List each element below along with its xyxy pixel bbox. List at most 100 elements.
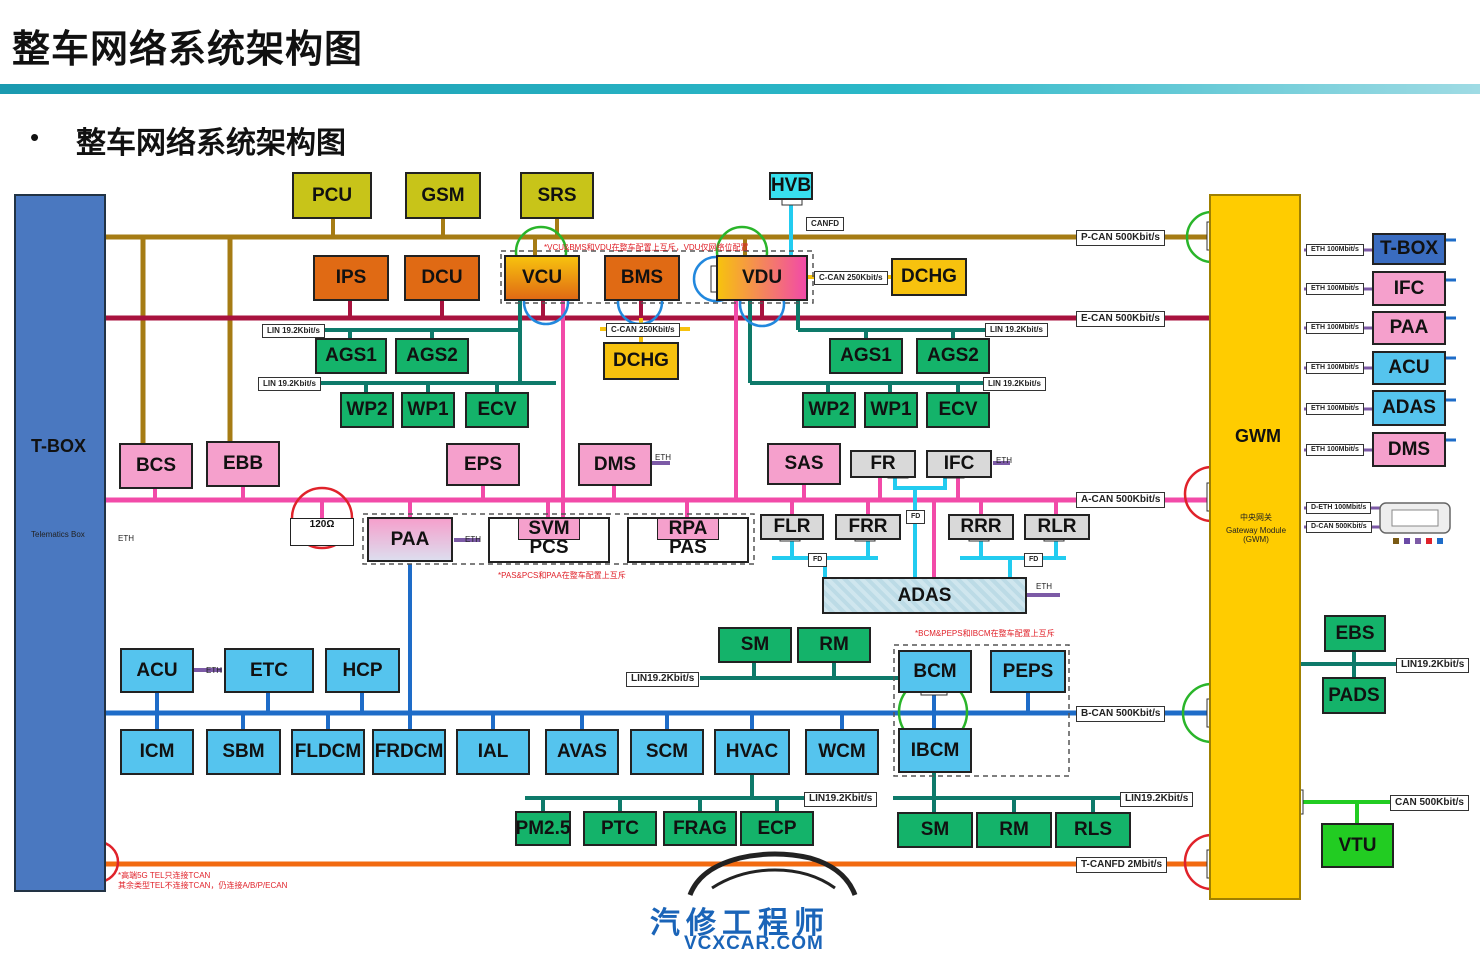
- ecu-rrr: RRR: [948, 514, 1014, 540]
- ecu-wp1-left: WP1: [401, 392, 455, 428]
- ecu-ags1-right: AGS1: [829, 338, 903, 374]
- ecu-vcu: VCU: [504, 255, 580, 301]
- pas-note: *PAS&PCS和PAA在整车配置上互斥: [498, 571, 626, 580]
- ecu-ags2-right: AGS2: [916, 338, 990, 374]
- ecu-wp2-left: WP2: [340, 392, 394, 428]
- ecu-eps: EPS: [446, 443, 520, 486]
- ecu-svm: SVM: [518, 518, 580, 540]
- bcan-label: B-CAN 500Kbit/s: [1076, 706, 1166, 722]
- eth-label-3: ETH 100Mbit/s: [1306, 322, 1364, 334]
- eth-label-5: ETH 100Mbit/s: [1306, 403, 1364, 415]
- ecu-etc: ETC: [224, 648, 314, 693]
- bullet: •: [30, 122, 40, 152]
- eth-label-2: ETH 100Mbit/s: [1306, 283, 1364, 295]
- ecu-scm: SCM: [630, 729, 704, 775]
- ecu-ecv-right: ECV: [926, 392, 990, 428]
- ecu-adas-right: ADAS: [1372, 390, 1446, 426]
- ecu-frag: FRAG: [663, 811, 737, 846]
- ecu-avas: AVAS: [545, 729, 619, 775]
- ecu-acu: ACU: [120, 648, 194, 693]
- ecu-paa: PAA: [367, 517, 453, 562]
- ecu-srs: SRS: [520, 172, 594, 219]
- ecu-vtu: VTU: [1321, 823, 1394, 868]
- ecu-peps: PEPS: [990, 650, 1066, 693]
- ecu-rlr: RLR: [1024, 514, 1090, 540]
- pcan-label: P-CAN 500Kbit/s: [1076, 230, 1165, 246]
- acan-label: A-CAN 500Kbit/s: [1076, 492, 1166, 508]
- ecu-dchg-2: DCHG: [603, 342, 679, 380]
- ecu-wcm: WCM: [805, 729, 879, 775]
- eth-label-4: ETH 100Mbit/s: [1306, 362, 1364, 374]
- ecu-icm: ICM: [120, 729, 194, 775]
- tcan-note-1: *高端5G TEL只连接TCAN: [118, 871, 211, 880]
- tcan-label: T-CANFD 2Mbit/s: [1076, 857, 1168, 873]
- ecu-frr: FRR: [835, 514, 901, 540]
- terminator-120: 120Ω: [290, 518, 354, 546]
- ecu-tbox-right: T-BOX: [1372, 233, 1446, 265]
- ecu-frdcm: FRDCM: [372, 729, 446, 775]
- can-vtu-label: CAN 500Kbit/s: [1390, 795, 1469, 811]
- lin-label-ibcm: LIN19.2Kbit/s: [1120, 792, 1194, 807]
- tbox-label: T-BOX: [31, 436, 87, 456]
- gwm-cn: 中央网关: [1240, 513, 1272, 522]
- gwm-module: [1209, 194, 1301, 900]
- deth-label: D-ETH 100Mbit/s: [1306, 502, 1372, 514]
- ecu-vdu: VDU: [716, 255, 808, 301]
- ecu-sm-bottom: SM: [897, 812, 973, 848]
- acu-eth: ETH: [206, 666, 222, 675]
- ecu-hvac: HVAC: [714, 729, 790, 775]
- ecu-bcs: BCS: [119, 443, 193, 489]
- ecu-flr: FLR: [760, 514, 824, 540]
- ecu-fr: FR: [850, 450, 916, 478]
- ecu-ifc: IFC: [926, 450, 992, 478]
- dcan-label: D-CAN 500Kbit/s: [1306, 521, 1372, 533]
- ecu-ifc-right: IFC: [1372, 271, 1446, 306]
- paa-eth: ETH: [465, 535, 481, 544]
- gwm-sub: Gateway Module (GWM): [1225, 526, 1287, 544]
- ecu-ptc: PTC: [583, 811, 657, 846]
- ecu-wp1-right: WP1: [864, 392, 918, 428]
- eth-label-6: ETH 100Mbit/s: [1306, 444, 1364, 456]
- page-title: 整车网络系统架构图: [12, 27, 364, 71]
- ecu-ecp: ECP: [740, 811, 814, 846]
- ecu-wp2-right: WP2: [802, 392, 856, 428]
- ecu-pads: PADS: [1322, 677, 1386, 714]
- watermark-cn: 汽修工程师: [650, 906, 830, 941]
- ecu-ags2-left: AGS2: [395, 338, 469, 374]
- ecu-ebs: EBS: [1324, 615, 1386, 652]
- ecu-hvb: HVB: [769, 172, 813, 200]
- gwm-label: GWM: [1235, 426, 1281, 446]
- ecu-ial: IAL: [456, 729, 530, 775]
- ecu-ecv-left: ECV: [465, 392, 529, 428]
- ecu-bcm: BCM: [898, 650, 972, 693]
- ecu-sbm: SBM: [206, 729, 281, 775]
- ecu-ags1-left: AGS1: [315, 338, 387, 374]
- lin-label-hvac: LIN19.2Kbit/s: [804, 792, 878, 807]
- ecu-rls: RLS: [1055, 812, 1131, 848]
- ecu-rm-bottom: RM: [976, 812, 1052, 848]
- lin-label-2: LIN 19.2Kbit/s: [258, 377, 321, 391]
- ecu-ips: IPS: [313, 255, 389, 301]
- fd-label-1: FD: [808, 553, 828, 567]
- lin-label-4: LIN 19.2Kbit/s: [983, 377, 1046, 391]
- ecu-gsm: GSM: [405, 172, 481, 219]
- ecu-pm25: PM2.5: [515, 811, 571, 846]
- ecu-acu-right: ACU: [1372, 351, 1446, 385]
- tbox-module: [14, 194, 106, 892]
- ccan-label-1: C-CAN 250Kbit/s: [814, 271, 888, 285]
- fd-label-2: FD: [906, 510, 926, 524]
- ecu-ibcm: IBCM: [898, 728, 972, 773]
- ecu-dcu: DCU: [404, 255, 480, 301]
- ecu-pcs: PCS: [488, 517, 610, 563]
- ecu-adas: ADAS: [822, 577, 1027, 614]
- ecu-fldcm: FLDCM: [291, 729, 365, 775]
- ifc-eth: ETH: [996, 456, 1012, 465]
- ecu-rpa: RPA: [657, 518, 719, 540]
- section-title: 整车网络系统架构图: [76, 126, 346, 161]
- watermark-en: VCXCAR.COM: [684, 933, 824, 954]
- ecu-pcu: PCU: [292, 172, 372, 219]
- ccan-label-2: C-CAN 250Kbit/s: [606, 323, 680, 337]
- tbox-eth: ETH: [118, 534, 134, 543]
- ecu-rm-top: RM: [797, 627, 871, 663]
- ecu-hcp: HCP: [325, 648, 400, 693]
